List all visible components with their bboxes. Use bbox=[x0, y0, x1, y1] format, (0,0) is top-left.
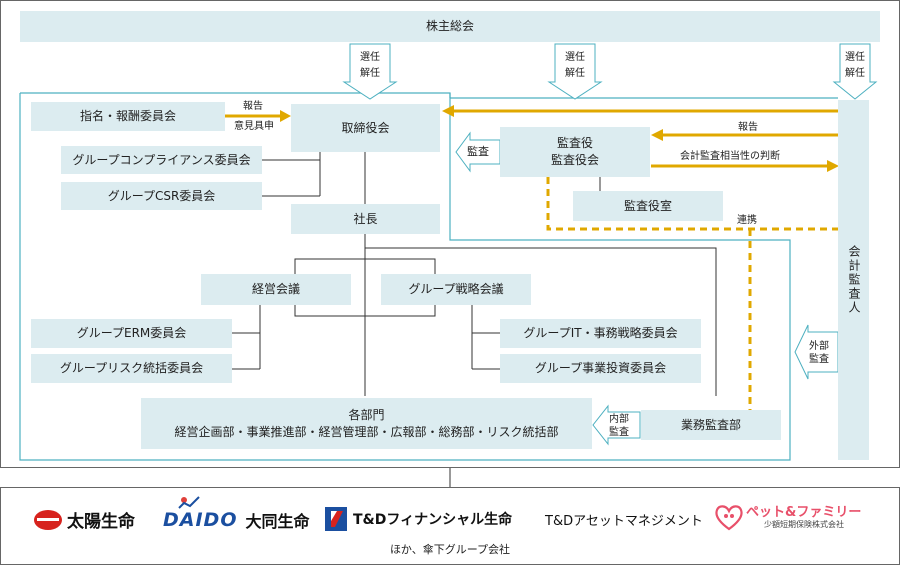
nomination-arrow bbox=[280, 110, 291, 122]
external-audit-arrow bbox=[794, 324, 839, 380]
heart-icon bbox=[715, 505, 743, 531]
pet-family-name: ペット&ファミリー bbox=[746, 504, 862, 520]
csr-committee-box: グループCSR委員会 bbox=[61, 182, 262, 210]
it-committee-box: グループIT・事務戦略委員会 bbox=[500, 319, 701, 348]
td-financial-logo: T&Dフィナンシャル生命 bbox=[325, 507, 512, 531]
elect-text: 選任 bbox=[565, 52, 585, 63]
erm-committee-box: グループERM委員会 bbox=[31, 319, 232, 348]
pet-family-logo: ペット&ファミリー 少額短期保険株式会社 bbox=[714, 503, 861, 531]
daido-figure-icon bbox=[178, 496, 200, 509]
dismiss-text: 解任 bbox=[845, 68, 865, 79]
taiyo-life-name: 太陽生命 bbox=[67, 512, 135, 532]
internal-audit-label: 内部 監査 bbox=[609, 413, 629, 439]
departments-box: 各部門 経営企画部・事業推進部・経営管理部・広報部・総務部・リスク統括部 bbox=[141, 398, 592, 449]
elect-arrow-board bbox=[342, 43, 398, 100]
accounting-judgment-label: 会計監査相当性の判断 bbox=[680, 151, 780, 162]
elect-label-board: 選任 解任 bbox=[350, 50, 390, 82]
auditor-office-box: 監査役室 bbox=[573, 191, 723, 221]
td-financial-name: T&Dフィナンシャル生命 bbox=[353, 512, 513, 528]
compliance-committee-box: グループコンプライアンス委員会 bbox=[61, 146, 262, 174]
daido-life-name: 大同生命 bbox=[245, 512, 310, 531]
judgment-arrow bbox=[827, 160, 839, 172]
opinion-label: 意見具申 bbox=[234, 121, 274, 132]
strategy-meeting-box: グループ戦略会議 bbox=[381, 274, 531, 305]
taiyo-sun-icon bbox=[34, 509, 62, 530]
auditors-report-arrow bbox=[651, 129, 663, 141]
accounting-auditor-box: 会計監査人 bbox=[838, 100, 869, 460]
daido-life-logo: DAIDO 大同生命 bbox=[163, 496, 310, 532]
taiyo-life-logo: 太陽生命 bbox=[33, 507, 135, 532]
internal-text: 内部 bbox=[609, 414, 629, 425]
departments-title: 各部門 bbox=[348, 407, 385, 422]
cooperation-dashed bbox=[546, 177, 838, 231]
elect-arrow-accounting bbox=[832, 43, 878, 100]
external-audit-label: 外部 監査 bbox=[809, 340, 829, 366]
cooperation-label: 連携 bbox=[737, 215, 757, 226]
td-asset-logo: T&Dアセットマネジメント bbox=[545, 510, 703, 529]
report-label: 報告 bbox=[243, 101, 263, 112]
dismiss-text: 解任 bbox=[565, 68, 585, 79]
departments-list: 経営企画部・事業推進部・経営管理部・広報部・総務部・リスク統括部 bbox=[174, 424, 559, 439]
accounting-auditor-label: 会計監査人 bbox=[847, 245, 861, 315]
report2-label: 報告 bbox=[738, 122, 758, 133]
elect-text: 選任 bbox=[360, 52, 380, 63]
daido-wordmark: DAIDO bbox=[163, 509, 238, 531]
nomination-committee-box: 指名・報酬委員会 bbox=[31, 102, 225, 131]
elect-arrow-auditors bbox=[547, 43, 603, 100]
internal-audit-arrow bbox=[592, 404, 641, 446]
accounting-report-arrow bbox=[442, 105, 454, 117]
auditors-box: 監査役 監査役会 bbox=[500, 127, 650, 177]
audit-arrow bbox=[455, 131, 501, 173]
auditors-line2: 監査役会 bbox=[550, 153, 599, 167]
dismiss-text: 解任 bbox=[360, 68, 380, 79]
elect-label-accounting: 選任 解任 bbox=[840, 50, 870, 82]
td-asset-name: T&Dアセットマネジメント bbox=[545, 514, 703, 529]
td-flag-icon bbox=[325, 507, 347, 531]
shareholders-box: 株主総会 bbox=[20, 11, 880, 42]
audit-text: 監査 bbox=[809, 354, 829, 365]
internal-audit-dept-box: 業務監査部 bbox=[641, 410, 781, 440]
risk-committee-box: グループリスク統括委員会 bbox=[31, 354, 232, 383]
elect-text: 選任 bbox=[845, 52, 865, 63]
president-box: 社長 bbox=[291, 204, 440, 234]
pet-family-sub: 少額短期保険株式会社 bbox=[764, 519, 844, 529]
elect-label-auditors: 選任 解任 bbox=[555, 50, 595, 82]
audit-text: 監査 bbox=[609, 427, 629, 438]
audit-label: 監査 bbox=[467, 145, 489, 158]
group-companies-note: ほか、傘下グループ会社 bbox=[389, 543, 511, 556]
investment-committee-box: グループ事業投資委員会 bbox=[500, 354, 701, 383]
board-box: 取締役会 bbox=[291, 104, 440, 152]
auditors-line1: 監査役 bbox=[556, 136, 593, 150]
management-meeting-box: 経営会議 bbox=[201, 274, 351, 305]
external-text: 外部 bbox=[809, 341, 829, 352]
